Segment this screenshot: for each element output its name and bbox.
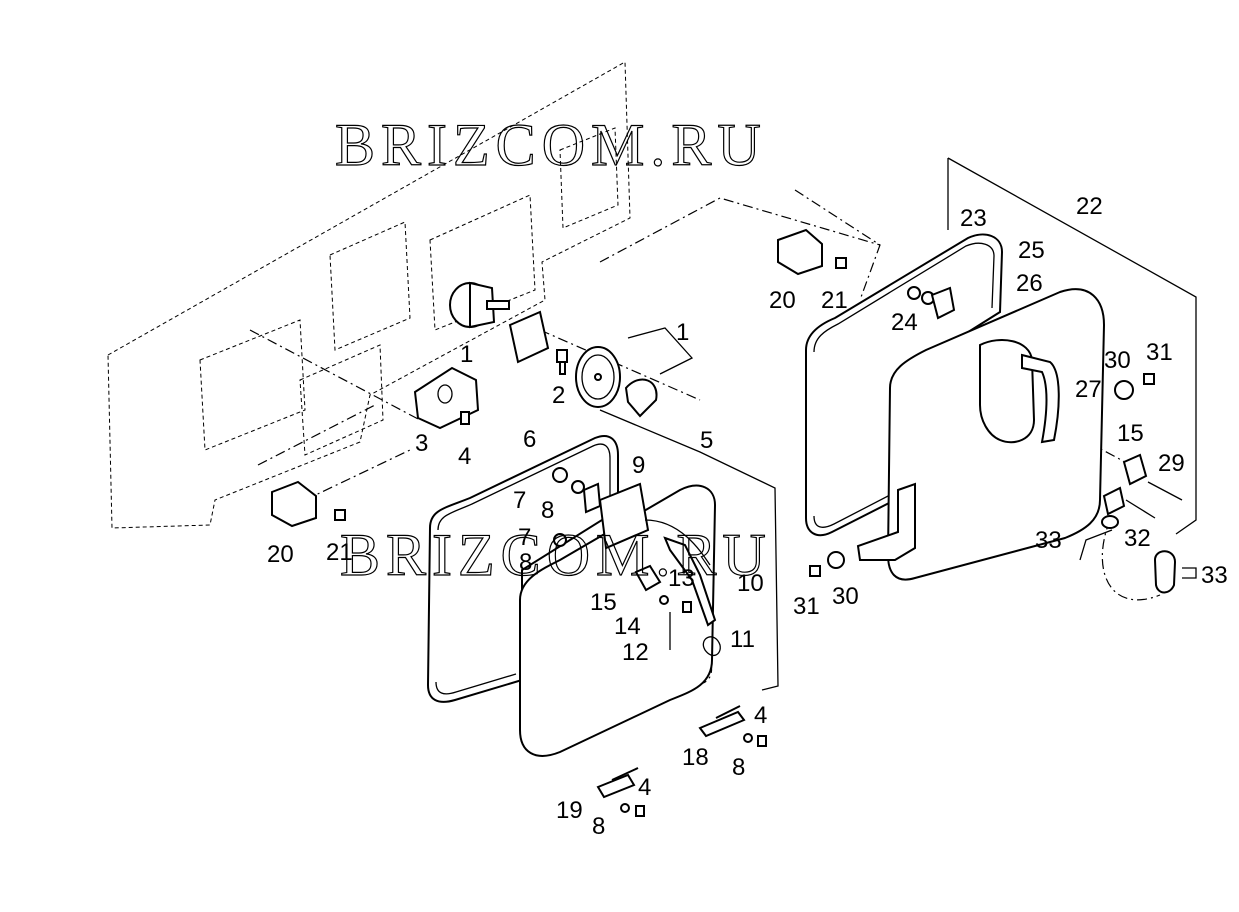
callout-label: 7 <box>513 487 526 514</box>
right-tank <box>856 288 1106 581</box>
callout-label: 1 <box>676 319 689 346</box>
callout-label: 1 <box>460 341 473 368</box>
callout-label: 11 <box>730 626 755 653</box>
back-panel <box>107 61 631 529</box>
callout-label: 26 <box>1016 270 1043 297</box>
callout-label: 29 <box>1158 450 1185 477</box>
callout-label: 25 <box>1018 237 1045 264</box>
left-tank <box>519 482 717 757</box>
bracket-20-top <box>777 228 847 276</box>
callout-label: 20 <box>267 541 294 568</box>
callout-label: 20 <box>769 287 796 314</box>
callout-label: 30 <box>1104 347 1131 374</box>
watermark-top: BRIZCOM.RU <box>335 112 767 178</box>
callout-label: 18 <box>682 744 709 771</box>
knob-part <box>449 281 550 364</box>
callout-label: 8 <box>519 549 532 576</box>
callout-label: 14 <box>614 613 641 640</box>
right-hardware <box>809 286 1183 594</box>
callout-label: 22 <box>1076 193 1103 220</box>
callout-label: 4 <box>638 774 651 801</box>
callout-label: 2 <box>552 382 565 409</box>
callout-label: 30 <box>832 583 859 610</box>
callout-leaders <box>599 157 1197 691</box>
callout-label: 4 <box>458 443 471 470</box>
callout-label: 7 <box>518 524 531 551</box>
hinge-19 <box>596 767 645 817</box>
callout-label: 33 <box>1035 527 1062 554</box>
callout-label: 27 <box>1075 376 1102 403</box>
callout-label: 19 <box>556 797 583 824</box>
callout-label: 24 <box>891 309 918 336</box>
dial-plate <box>575 346 658 418</box>
callout-label: 13 <box>668 565 695 592</box>
callout-label: 9 <box>632 452 645 479</box>
callout-label: 10 <box>737 570 764 597</box>
callout-label: 6 <box>523 426 536 453</box>
watermark-middle: BRIZCOM.RU <box>340 522 772 588</box>
callout-label: 4 <box>754 702 767 729</box>
callout-label: 8 <box>732 754 745 781</box>
callout-label: 15 <box>1117 420 1144 447</box>
callout-label: 8 <box>541 497 554 524</box>
left-hardware <box>552 467 721 657</box>
callout-labels: 1 1 2 3 4 20 21 6 5 7 8 9 7 8 15 13 10 1… <box>267 193 1228 840</box>
bracket-20-left <box>271 480 346 528</box>
callout-label: 23 <box>960 205 987 232</box>
callout-label: 15 <box>590 589 617 616</box>
left-gasket <box>426 435 619 703</box>
screw-part <box>556 349 568 375</box>
callout-label: 5 <box>700 427 713 454</box>
hinge-18 <box>698 705 767 747</box>
callout-label: 21 <box>821 287 848 314</box>
callout-label: 32 <box>1124 525 1151 552</box>
callout-label: 31 <box>793 593 820 620</box>
callout-label: 8 <box>592 813 605 840</box>
callout-label: 33 <box>1201 562 1228 589</box>
callout-label: 31 <box>1146 339 1173 366</box>
bracket-part <box>413 366 480 430</box>
callout-label: 21 <box>326 539 353 566</box>
callout-label: 12 <box>622 639 649 666</box>
callout-label: 3 <box>415 430 428 457</box>
